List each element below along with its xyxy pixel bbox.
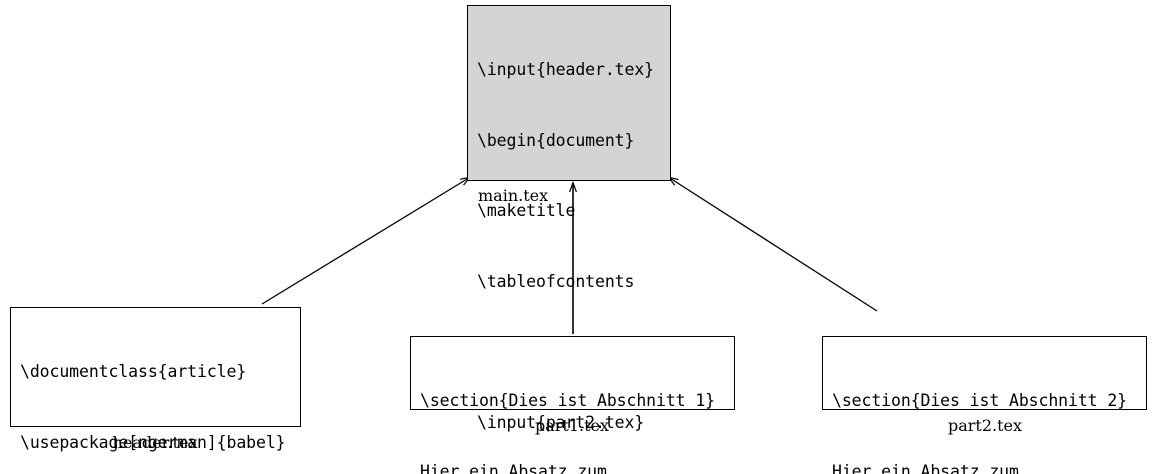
caption-part1-tex: part1.tex — [534, 416, 610, 435]
caption-main-tex: main.tex — [478, 186, 549, 205]
edge-part2-to-main — [669, 178, 878, 312]
code-line: \input{header.tex} — [477, 60, 655, 79]
node-main-tex[interactable]: \input{header.tex} \begin{document} \mak… — [467, 5, 671, 432]
node-part2-tex[interactable]: \section{Dies ist Abschnitt 2} Hier ein … — [822, 336, 1147, 474]
code-line: Hier ein Absatz zum — [420, 461, 607, 474]
node-header-tex[interactable]: \documentclass{article} \usepackage[nger… — [10, 307, 301, 452]
caption-header-tex: header.tex — [112, 433, 198, 452]
node-part1-tex[interactable]: \section{Dies ist Abschnitt 1} Hier ein … — [410, 336, 735, 474]
code-line: \tableofcontents — [477, 271, 635, 291]
code-block-header-tex: \documentclass{article} \usepackage[nger… — [20, 313, 291, 474]
code-line: \maketitle — [477, 201, 576, 220]
code-line: \usepackage[ngerman]{babel} — [20, 432, 286, 452]
caption-part2-tex: part2.tex — [947, 416, 1023, 435]
code-line: \documentclass{article} — [20, 362, 247, 381]
code-block-part2-tex: \section{Dies ist Abschnitt 2} Hier ein … — [832, 342, 1137, 474]
code-line: \section{Dies ist Abschnitt 1} — [420, 391, 716, 410]
edge-header-to-main — [261, 178, 470, 305]
code-line: Hier ein Absatz zum — [832, 461, 1019, 474]
code-line: \section{Dies ist Abschnitt 2} — [832, 391, 1128, 410]
code-line: \begin{document} — [477, 130, 635, 150]
code-line: \input{part2.tex} — [477, 412, 645, 432]
code-block-part1-tex: \section{Dies ist Abschnitt 1} Hier ein … — [420, 342, 725, 474]
